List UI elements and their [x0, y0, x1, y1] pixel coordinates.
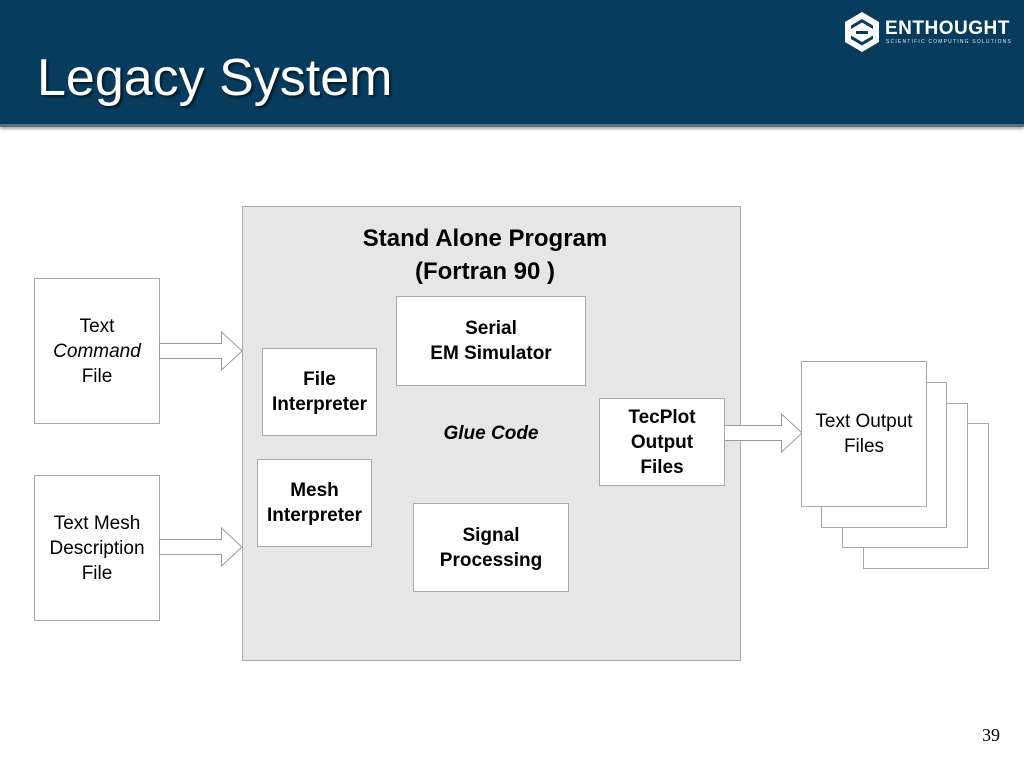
tecplot-line2: Output — [630, 431, 694, 453]
signal-processing-line1: Signal — [462, 524, 520, 546]
em-simulator-box: Serial EM Simulator — [396, 296, 586, 386]
text-mesh-file-line2: Description — [49, 537, 145, 559]
em-simulator-line2: EM Simulator — [430, 343, 552, 364]
text-output-files-box: Text Output Files — [801, 361, 927, 507]
text-output-line2: Files — [843, 436, 885, 457]
block-arrow-right-icon — [159, 331, 243, 371]
program-title-line1: Stand Alone Program — [362, 225, 608, 252]
file-interpreter-line2: Interpreter — [271, 394, 368, 415]
mesh-interpreter-line2: Interpreter — [266, 505, 363, 526]
tecplot-line3: Files — [640, 456, 684, 478]
logo-tagline: SCIENTIFIC COMPUTING SOLUTIONS — [886, 39, 1013, 45]
slide-header: Legacy System ENTHOUGHT SCIENTIFIC COMPU… — [0, 0, 1024, 127]
text-mesh-file-line1: Text Mesh — [53, 512, 141, 534]
text-mesh-description-file-box: Text Mesh Description File — [34, 475, 160, 621]
em-simulator-line1: Serial — [465, 318, 517, 339]
text-command-file-line1: Text — [79, 316, 115, 337]
tecplot-output-files-box: TecPlot Output Files — [599, 398, 725, 486]
glue-code-label: Glue Code — [443, 423, 539, 444]
page-number: 39 — [982, 725, 1000, 745]
slide-title: Legacy System — [37, 49, 393, 107]
text-command-file-line2: Command — [53, 341, 141, 362]
file-interpreter-box: File Interpreter — [262, 348, 377, 436]
text-command-file-line3: File — [81, 366, 113, 387]
signal-processing-box: Signal Processing — [413, 503, 569, 592]
signal-processing-line2: Processing — [439, 549, 543, 571]
program-title-line2: (Fortran 90 ) — [414, 258, 555, 285]
enthought-e-logo-icon — [845, 12, 879, 52]
logo-wordmark: ENTHOUGHT — [885, 19, 1010, 38]
enthought-logo: ENTHOUGHT SCIENTIFIC COMPUTING SOLUTIONS — [842, 10, 1017, 54]
block-arrow-right-icon — [723, 413, 803, 453]
tecplot-line1: TecPlot — [628, 406, 696, 428]
logo-wordmark-prefix: EN — [885, 18, 913, 39]
logo-wordmark-suffix: THOUGHT — [912, 18, 1010, 39]
text-output-line1: Text Output — [815, 411, 913, 432]
program-title: Stand Alone Program (Fortran 90 ) — [242, 222, 728, 288]
text-mesh-file-line3: File — [81, 562, 113, 584]
mesh-interpreter-box: Mesh Interpreter — [257, 459, 372, 547]
mesh-interpreter-line1: Mesh — [290, 480, 339, 501]
text-command-file-box: Text Command File — [34, 278, 160, 424]
block-arrow-right-icon — [159, 527, 243, 567]
file-interpreter-line1: File — [303, 369, 336, 390]
